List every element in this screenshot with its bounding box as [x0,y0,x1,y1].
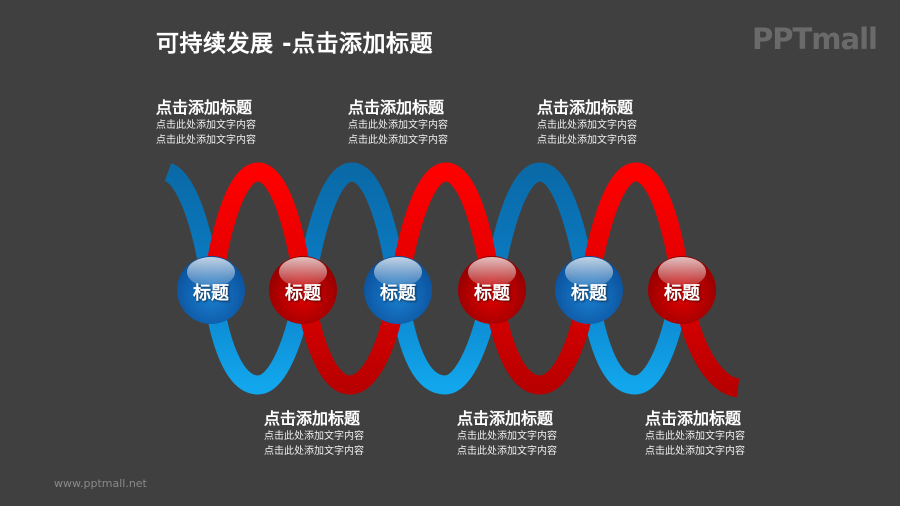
top-text-block-3: 点击添加标题 点击此处添加文字内容 点击此处添加文字内容 [537,98,637,148]
block-text-line: 点击此处添加文字内容 [156,120,256,131]
block-text-line: 点击此处添加文字内容 [537,135,637,146]
block-heading: 点击添加标题 [457,409,554,428]
node-label-3: 标题 [380,283,416,304]
block-heading: 点击添加标题 [264,409,361,428]
node-3[interactable] [364,256,432,324]
block-heading: 点击添加标题 [537,98,634,117]
block-text-line: 点击此处添加文字内容 [537,120,637,131]
block-text-line: 点击此处添加文字内容 [156,135,256,146]
block-heading: 点击添加标题 [645,409,742,428]
node-5[interactable] [555,256,623,324]
bottom-text-block-1: 点击添加标题 点击此处添加文字内容 点击此处添加文字内容 [264,409,364,459]
node-label-4: 标题 [474,283,510,304]
bottom-text-block-3: 点击添加标题 点击此处添加文字内容 点击此处添加文字内容 [645,409,745,459]
top-text-block-1: 点击添加标题 点击此处添加文字内容 点击此处添加文字内容 [156,98,256,148]
node-2[interactable] [269,256,337,324]
block-text-line: 点击此处添加文字内容 [264,446,364,457]
block-heading: 点击添加标题 [156,98,253,117]
block-text-line: 点击此处添加文字内容 [645,431,745,442]
node-6[interactable] [648,256,716,324]
node-label-6: 标题 [664,283,700,304]
block-text-line: 点击此处添加文字内容 [264,431,364,442]
top-text-block-2: 点击添加标题 点击此处添加文字内容 点击此处添加文字内容 [348,98,448,148]
bottom-text-block-2: 点击添加标题 点击此处添加文字内容 点击此处添加文字内容 [457,409,557,459]
node-label-5: 标题 [571,283,607,304]
node-1[interactable] [177,256,245,324]
block-text-line: 点击此处添加文字内容 [457,446,557,457]
node-label-2: 标题 [285,283,321,304]
footer-url: www.pptmall.net [54,477,147,490]
node-label-1: 标题 [193,283,229,304]
block-text-line: 点击此处添加文字内容 [348,120,448,131]
block-text-line: 点击此处添加文字内容 [348,135,448,146]
node-4[interactable] [458,256,526,324]
block-text-line: 点击此处添加文字内容 [645,446,745,457]
block-heading: 点击添加标题 [348,98,445,117]
page-title: 可持续发展 -点击添加标题 [156,31,434,57]
brand-logo: PPTmall [752,22,878,56]
block-text-line: 点击此处添加文字内容 [457,431,557,442]
